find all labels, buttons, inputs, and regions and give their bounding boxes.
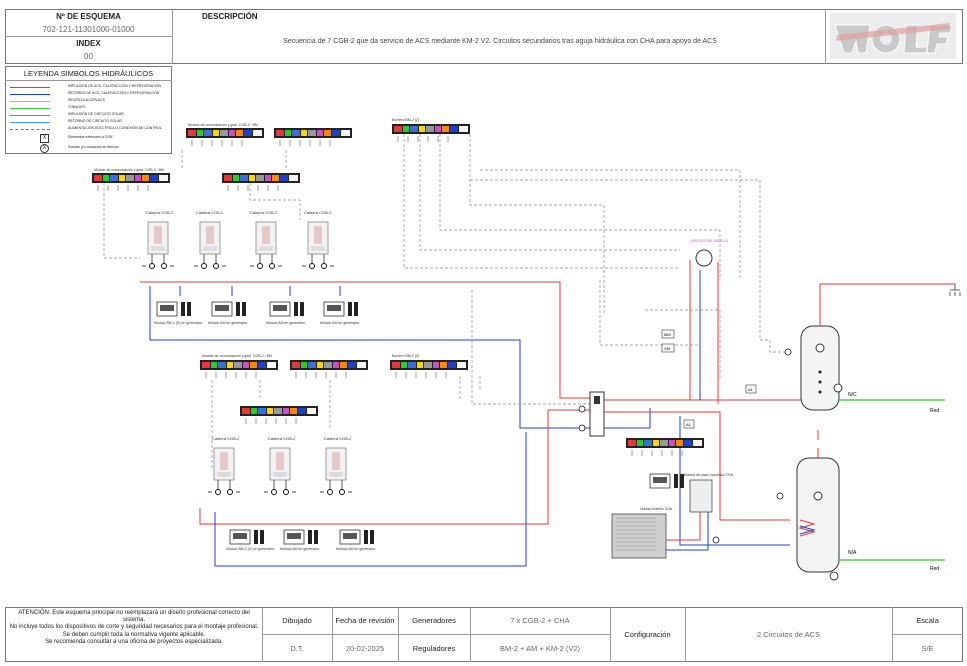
svg-text:Módulo AM en generador: Módulo AM en generador [336,547,376,551]
tb-divider [892,634,963,635]
external-element-icon: X [40,134,49,143]
description-text: Secuencia de 7 CGB-2 que da servicio de … [283,38,717,45]
revision-value: 20-02-2025 [345,643,385,653]
svg-text:Módulo AM en generador: Módulo AM en generador [208,321,248,325]
svg-text:Red: Red [930,408,939,414]
svg-text:A1: A1 [748,387,754,392]
drawn-label: Dibujado [282,616,312,625]
svg-text:Unidad exterior CHA: Unidad exterior CHA [640,507,673,511]
svg-text:Módulo AM en generador: Módulo AM en generador [320,321,360,325]
svg-text:Módulo AM en generador: Módulo AM en generador [280,547,320,551]
svg-text:VM: VM [664,346,670,351]
sensor-icon: X [40,144,49,153]
svg-text:N/A: N/A [848,550,857,556]
svg-text:Caldera CGB-2: Caldera CGB-2 [196,210,224,215]
header-divider [825,9,826,64]
generators-value: 7 x CGB-2 + CHA [510,616,570,625]
wolf-logo [830,13,956,59]
svg-text:A1: A1 [686,422,692,427]
drawn-value: D.T. [290,643,304,653]
tb-divider [610,607,611,662]
tb-divider [262,634,610,635]
generators-label: Generadores [412,616,456,625]
svg-text:Caldera CGB-2: Caldera CGB-2 [250,210,278,215]
svg-text:Caldera CGB-2: Caldera CGB-2 [268,436,296,441]
svg-text:Caldera CGB-2: Caldera CGB-2 [212,436,240,441]
legend-divider [5,80,172,81]
svg-text:Caldera CGB-2: Caldera CGB-2 [324,436,352,441]
scale-label: Escala [916,616,939,625]
svg-text:Caldera CGB-2: Caldera CGB-2 [304,210,332,215]
header-divider [172,9,173,64]
svg-text:Módulo de comunicación y gest.: Módulo de comunicación y gest. CGB-2 / B… [202,354,272,358]
svg-text:Red: Red [930,566,939,572]
legend-title: LEYENDA SIMBOLOS HIDRÁULICOS [23,69,154,78]
regulators-label: Reguladores [412,643,456,653]
regulators-value: BM-2 + AM + KM-2 (V2) [499,643,581,653]
svg-text:Módulo de comunicación y gest.: Módulo de comunicación y gest. CGB-2 / B… [188,123,258,127]
svg-text:N/C: N/C [848,392,857,398]
svg-text:MM: MM [664,332,671,337]
revision-label: Fecha de revisión [335,616,395,625]
svg-text:Módulo AM en generador: Módulo AM en generador [266,321,306,325]
svg-text:Módulo BM-2 (S) en generador: Módulo BM-2 (S) en generador [154,321,203,325]
attention-note: ATENCIÓN: Este esquema principal no reem… [9,610,259,645]
scheme-number-label: Nº DE ESQUEMA [56,12,121,21]
index-value: 00 [84,52,93,61]
configuration-label: Configuración [624,630,671,639]
index-label: INDEX [76,39,101,48]
svg-text:CIRCUITO DE MEZCLA: CIRCUITO DE MEZCLA [690,239,729,243]
scale-value: S/E [921,643,934,653]
scheme-number-value: 702-121-11301000-01000 [42,25,135,34]
hydraulic-diagram: Módulo de comunicación y gest. CGB-2 / B… [91,118,961,581]
svg-text:Bornero BM-2 (2): Bornero BM-2 (2) [392,118,419,122]
svg-text:Bornero BM-2 (2): Bornero BM-2 (2) [392,354,419,358]
configuration-value: 2 Circuitos de ACS [757,630,820,639]
svg-text:Módulo BM-2 (S) en generador: Módulo BM-2 (S) en generador [226,547,275,551]
legend-panel [5,66,172,154]
tb-divider [685,607,686,662]
description-label: DESCRIPCIÓN [202,12,258,21]
svg-text:Bomba de calor monobloc CHA: Bomba de calor monobloc CHA [684,473,734,477]
svg-text:Módulo de comunicación y gest.: Módulo de comunicación y gest. CGB-2 / B… [94,168,164,172]
svg-text:Caldera CGB-2: Caldera CGB-2 [146,210,174,215]
header-divider [5,36,172,37]
